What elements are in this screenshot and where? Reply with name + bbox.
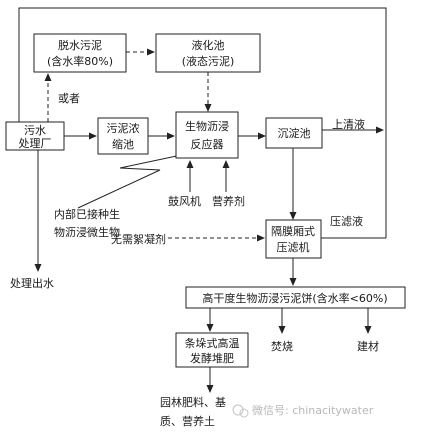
filter-press-line2: 压滤机 [277,240,310,254]
inoculation-callout-line [77,153,187,209]
garden-products-line1: 园林肥料、基 [160,395,226,409]
wastewater-plant-line1: 污水 [24,124,46,137]
thickener-line2: 缩池 [112,138,134,151]
no-flocculant-label: 无需絮凝剂 [111,232,166,246]
wastewater-plant-line2: 处理厂 [19,137,52,150]
compost-box [175,332,249,368]
supernatant-label: 上清液 [332,117,365,131]
bioleaching-reactor-line1: 生物沥浸 [185,119,229,133]
building-material-label: 建材 [357,339,379,353]
compost-line1: 条垛式高温 [185,336,240,350]
filter-press-box [265,219,322,259]
blower-label: 鼓风机 [168,194,201,208]
or-label: 或者 [58,92,80,105]
inoculation-note-line2: 物沥浸微生物 [54,225,120,239]
dewater-sludge-title: 脱水污泥 [58,38,102,52]
wechat-logo-icon-part [239,408,249,418]
sludge-cake-box [185,286,406,309]
watermark-text: 微信号: chinacitywater [252,403,374,417]
wechat-watermark: 微信号: chinacitywater [232,403,374,418]
wechat-logo-icon [232,404,244,416]
thickener-box [97,117,149,155]
bioleaching-reactor-box [175,111,239,159]
sedimentation-tank-title: 沉淀池 [278,126,311,140]
filter-press-line1: 隔膜厢式 [271,225,315,238]
dewater-sludge-moisture: (含水率80%) [47,54,113,68]
return-loop-line [18,7,387,238]
sludge-cake-title: 高干度生物沥浸污泥饼(含水率<60%) [202,291,387,305]
liquefaction-tank-box [155,33,261,73]
bioleaching-reactor-line2: 反应器 [191,137,224,151]
filtrate-label: 压滤液 [330,214,363,228]
thickener-line1: 污泥浓 [107,122,140,135]
compost-line2: 发酵堆肥 [190,351,234,365]
sedimentation-tank-box [265,117,323,149]
nutrient-label: 营养剂 [212,194,245,208]
inoculation-note-line1: 内部已接种生 [54,207,120,221]
garden-products-line2: 质、营养土 [160,414,215,428]
dewater-sludge-box [33,33,127,73]
incineration-label: 焚烧 [271,340,293,353]
effluent-label: 处理出水 [10,276,54,290]
liquefaction-tank-title: 液化池 [192,38,225,52]
wastewater-plant-box [5,121,65,151]
liquefaction-tank-subtitle: (液态污泥) [182,54,235,68]
